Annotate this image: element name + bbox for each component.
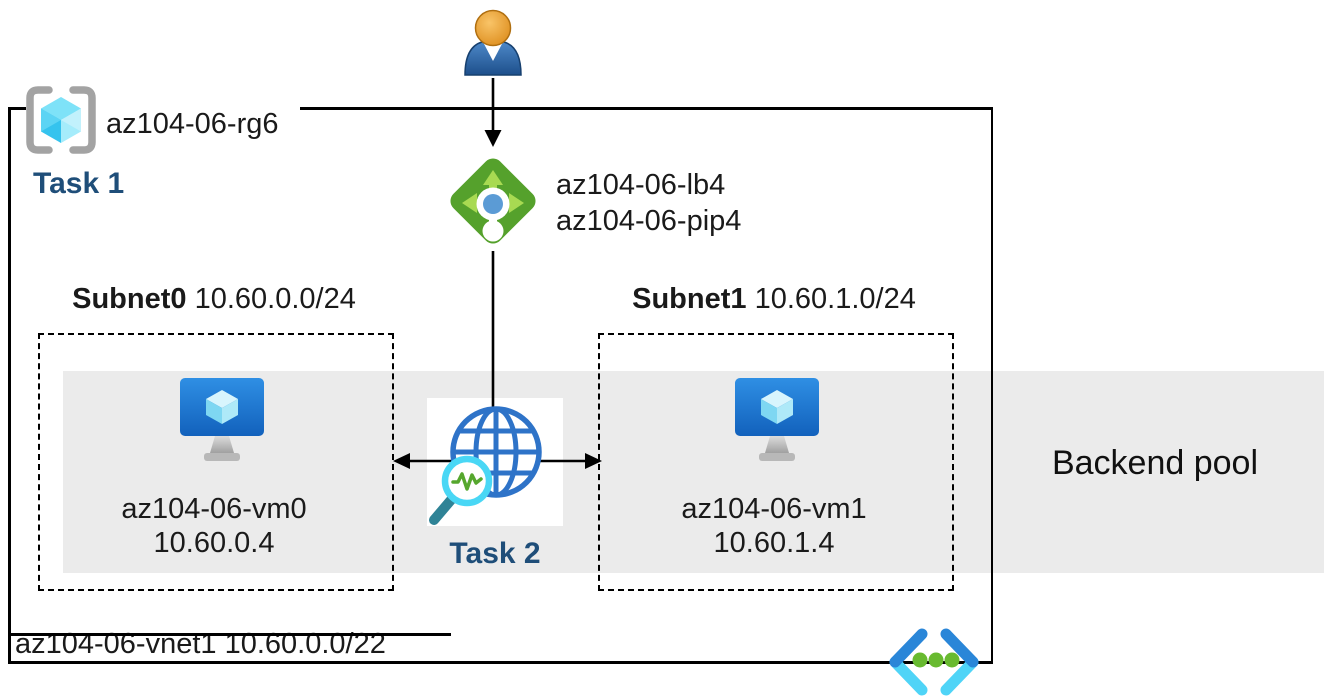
subnet0-cidr: 10.60.0.0/24 [194,283,356,315]
task1-label: Task 1 [33,167,125,200]
rg-box-top-border [300,107,993,110]
resource-group-name: az104-06-rg6 [106,108,279,140]
rg-box-bottom-border [8,661,993,664]
code-icon [889,628,979,696]
rg-box-right-border [990,107,993,663]
user-icon [464,9,522,76]
subnet0-name: Subnet0 [72,283,187,315]
subnet0-label: Subnet0 10.60.0.0/24 [38,283,390,316]
subnet1-cidr: 10.60.1.0/24 [754,283,916,315]
subnet1-label: Subnet1 10.60.1.0/24 [598,283,950,316]
load-balancer-name: az104-06-lb4 [556,169,726,201]
vm1-ip: 10.60.1.4 [713,527,835,559]
public-ip-name: az104-06-pip4 [556,205,742,237]
vm0-name: az104-06-vm0 [121,493,307,525]
globe-health-probe-icon [429,406,542,525]
vnet-label-strikethrough-line [8,633,451,636]
rg-box-left-border [8,107,11,663]
resource-group-icon [26,86,96,154]
subnet1-box [598,333,954,591]
virtual-machine-icon-vm0 [180,378,264,461]
load-balancer-icon [450,158,536,244]
backend-pool-label: Backend pool [1051,444,1259,482]
virtual-machine-icon-vm1 [735,378,819,461]
rg-box-top-border-left-stub [8,107,26,110]
subnet1-name: Subnet1 [632,283,747,315]
vm0-ip: 10.60.0.4 [153,527,275,559]
subnet0-box [38,333,394,591]
vm1-name: az104-06-vm1 [681,493,867,525]
backend-pool-band [63,371,1324,573]
task2-label: Task 2 [449,537,541,570]
